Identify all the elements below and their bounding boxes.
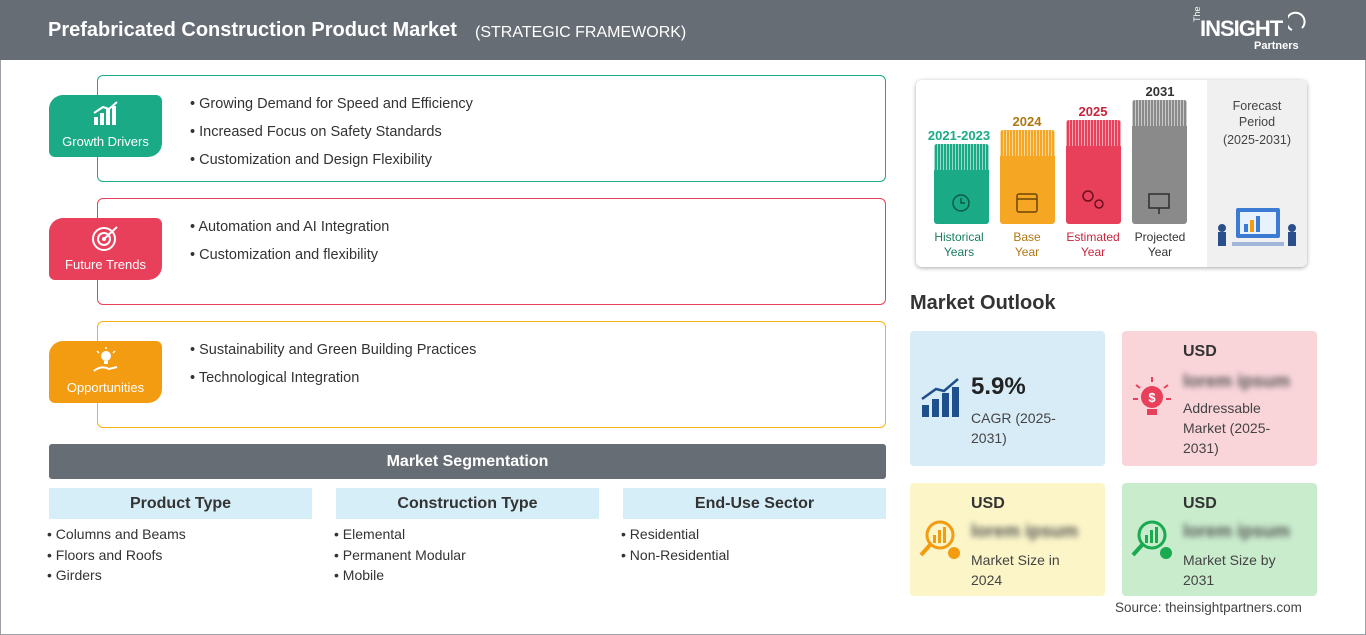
list-item: Customization and flexibility (190, 245, 389, 273)
bar-hatch (1000, 130, 1055, 156)
market-size-2024-value: lorem ipsum (971, 521, 1079, 541)
future-trends-list: Automation and AI Integration Customizat… (190, 217, 389, 273)
timeline-bar-base (1000, 130, 1055, 224)
badge-label: Opportunities (66, 380, 145, 395)
list-item: Automation and AI Integration (190, 217, 389, 245)
forecast-line1: Forecast (1232, 99, 1282, 113)
source-credit: Source: theinsightpartners.com (1115, 600, 1302, 615)
timeline-year-historical: 2021-2023 (927, 128, 991, 143)
market-segmentation-bar: Market Segmentation (49, 444, 886, 479)
timeline-year-projected: 2031 (1145, 84, 1175, 99)
bar-hatch (934, 144, 989, 170)
page-title: Prefabricated Construction Product Marke… (48, 19, 457, 41)
timeline-bar-estimated (1066, 120, 1121, 224)
usd-label: USD (1183, 495, 1217, 512)
forecast-line2: Period (1238, 115, 1276, 129)
page-subtitle: (STRATEGIC FRAMEWORK) (475, 24, 687, 41)
header: Prefabricated Construction Product Marke… (0, 0, 1366, 60)
cagr-label: CAGR (2025-2031) (971, 410, 1056, 446)
badge-label: Future Trends (65, 257, 146, 272)
bar-hatch (1066, 120, 1121, 146)
dollar-bulb-icon: $ (1133, 377, 1171, 415)
badge-label: Growth Drivers (62, 134, 149, 149)
analyst-illustration-icon (1218, 208, 1296, 246)
magnifier-chart-green-icon (1131, 520, 1172, 559)
cagr-value: 5.9% (971, 373, 1026, 400)
growth-drivers-panel: Growing Demand for Speed and Efficiency … (97, 75, 886, 182)
growth-chart-icon (921, 378, 959, 417)
market-size-2031-label: Market Size by 2031 (1183, 552, 1276, 588)
list-item: Mobile (334, 565, 466, 586)
list-item: Columns and Beams (47, 524, 186, 545)
presentation-icon (1148, 193, 1170, 214)
list-item: Non-Residential (621, 545, 730, 566)
list-item: Elemental (334, 524, 466, 545)
history-icon (952, 194, 970, 212)
list-item: Customization and Design Flexibility (190, 150, 473, 178)
addressable-label: Addressable Market (2025-2031) (1183, 400, 1271, 456)
future-trends-panel: Automation and AI Integration Customizat… (97, 198, 886, 305)
timeline-bar-projected (1132, 100, 1187, 224)
construction-type-list: Elemental Permanent Modular Mobile (334, 524, 466, 586)
product-type-list: Columns and Beams Floors and Roofs Girde… (47, 524, 186, 586)
target-icon (92, 226, 118, 251)
segment-head-construction-type: Construction Type (336, 488, 599, 519)
market-outlook-title: Market Outlook (910, 292, 1056, 314)
insight-partners-logo: The INSIGHT Partners (1192, 6, 1322, 54)
usd-label: USD (1183, 343, 1217, 360)
list-item: Permanent Modular (334, 545, 466, 566)
bar-growth-icon (93, 101, 118, 125)
lightbulb-hand-icon (93, 347, 118, 372)
opportunities-badge: Opportunities (49, 341, 162, 403)
market-size-2024-card: USD lorem ipsum Market Size in 2024 (910, 483, 1105, 596)
future-trends-badge: Future Trends (49, 218, 162, 280)
opportunities-panel: Sustainability and Green Building Practi… (97, 321, 886, 428)
svg-text:$: $ (1148, 390, 1156, 405)
cagr-card: 5.9% CAGR (2025-2031) (910, 331, 1105, 466)
market-size-2031-card: USD lorem ipsum Market Size by 2031 (1122, 483, 1317, 596)
list-item: Residential (621, 524, 729, 545)
logo-arc-icon (1288, 11, 1306, 31)
gears-icon (1082, 190, 1104, 209)
segment-head-product-type: Product Type (49, 488, 312, 519)
market-size-2031-value: lorem ipsum (1183, 521, 1291, 541)
timeline-bar-historical (934, 144, 989, 224)
list-item: Sustainability and Green Building Practi… (190, 340, 476, 368)
list-item: Girders (47, 565, 186, 586)
addressable-market-card: USD lorem ipsum $ Addressable Market (20… (1122, 331, 1317, 466)
growth-drivers-badge: Growth Drivers (49, 95, 162, 157)
calendar-icon (1016, 193, 1038, 213)
list-item: Increased Focus on Safety Standards (190, 122, 473, 150)
bar-hatch (1132, 100, 1187, 126)
timeline-year-estimated: 2025 (1078, 104, 1108, 119)
segment-head-end-use-sector: End-Use Sector (623, 488, 886, 519)
opportunities-list: Sustainability and Green Building Practi… (190, 340, 477, 396)
market-size-2024-label: Market Size in 2024 (971, 552, 1060, 588)
list-item: Technological Integration (190, 368, 476, 396)
end-use-sector-list: Residential Non-Residential (621, 524, 730, 566)
forecast-line3: (2025-2031) (1222, 133, 1292, 147)
magnifier-chart-icon (919, 520, 960, 559)
list-item: Growing Demand for Speed and Efficiency (190, 94, 473, 122)
list-item: Floors and Roofs (47, 545, 186, 566)
addressable-value: lorem ipsum (1183, 371, 1291, 391)
timeline-year-base: 2024 (1012, 114, 1042, 129)
growth-drivers-list: Growing Demand for Speed and Efficiency … (190, 94, 473, 178)
usd-label: USD (971, 495, 1005, 512)
